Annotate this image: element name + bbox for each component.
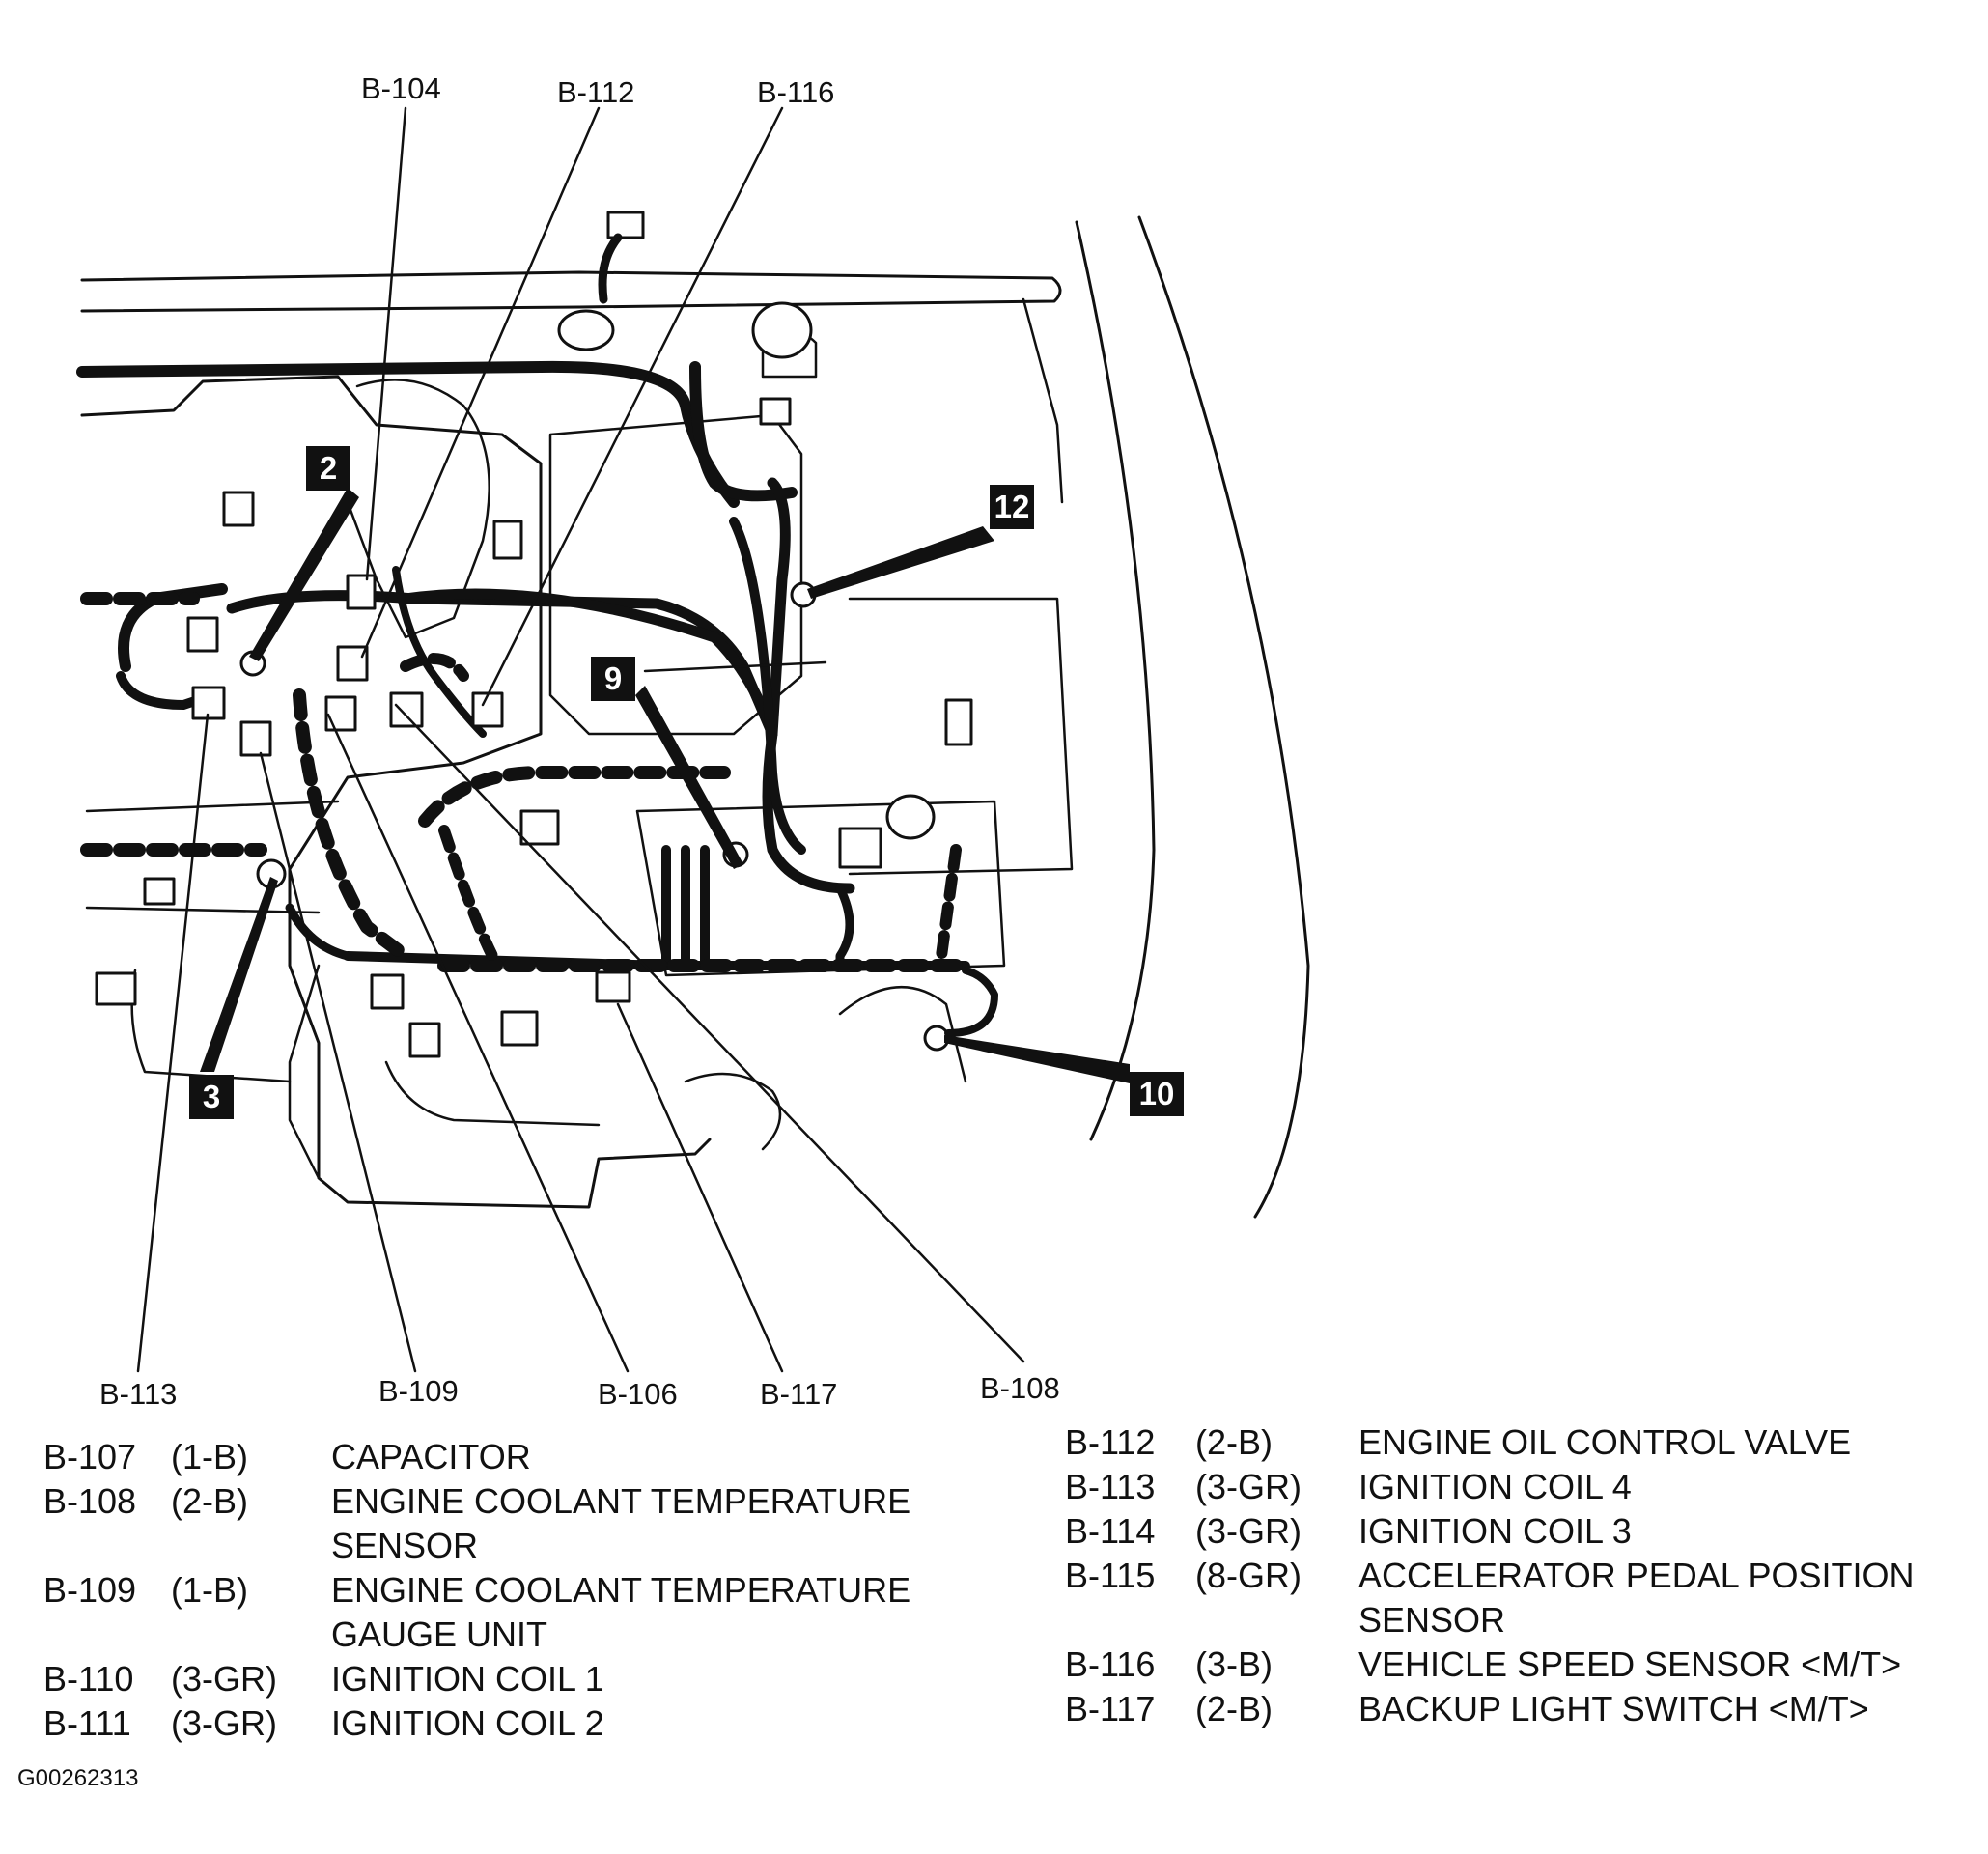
legend-right: B-112 (2-B) ENGINE OIL CONTROL VALVE B-1… — [1065, 1420, 1982, 1731]
callout-b113: B-113 — [99, 1377, 178, 1411]
legend-pins: (1-B) — [171, 1437, 248, 1476]
rear-panel — [85, 800, 340, 914]
bracket — [838, 986, 967, 1083]
harness-left-loop — [116, 671, 217, 710]
legend-pins: (2-B) — [1195, 1422, 1273, 1462]
badge-wedges — [200, 488, 1130, 1083]
legend-pins: (3-GR) — [171, 1703, 277, 1743]
legend-code: B-108 — [43, 1481, 137, 1521]
legend-desc: IGNITION COIL 3 — [1358, 1511, 1632, 1551]
callout-b116: B-116 — [757, 75, 835, 109]
legend-desc: IGNITION COIL 4 — [1358, 1467, 1632, 1506]
harness-branch — [689, 361, 798, 502]
legend-row: B-113 (3-GR) IGNITION COIL 4 — [1065, 1465, 1982, 1509]
legend-code: B-111 — [43, 1703, 131, 1743]
dashed-harness-6 — [438, 825, 498, 962]
top-connector-lead — [598, 233, 623, 304]
legend-row: B-111 (3-GR) IGNITION COIL 2 — [43, 1701, 1009, 1746]
transmission — [288, 964, 321, 1180]
legend-row: B-110 (3-GR) IGNITION COIL 1 — [43, 1657, 1009, 1701]
callout-b109: B-109 — [378, 1374, 459, 1408]
battery-box — [848, 597, 1074, 876]
harness-lower-right — [661, 845, 710, 970]
legend-desc: CAPACITOR — [331, 1437, 531, 1476]
ground-lead — [944, 967, 998, 1037]
leader-lines — [136, 106, 1025, 1373]
legend-code: B-110 — [43, 1659, 134, 1699]
harness-coil-feed — [835, 884, 854, 970]
badge-10: 10 — [1130, 1072, 1184, 1116]
badge-9-leader — [643, 660, 827, 673]
callout-b112: B-112 — [557, 75, 635, 109]
legend-desc: ENGINE OIL CONTROL VALVE — [1358, 1422, 1852, 1462]
legend-pins: (3-GR) — [171, 1659, 277, 1699]
legend-row: B-117 (2-B) BACKUP LIGHT SWITCH <M/T> — [1065, 1687, 1982, 1731]
legend-code: B-113 — [1065, 1467, 1156, 1506]
legend-row: B-115 (8-GR) ACCELERATOR PEDAL POSITION … — [1065, 1554, 1982, 1643]
legend-row: B-112 (2-B) ENGINE OIL CONTROL VALVE — [1065, 1420, 1982, 1465]
harness-sensor — [285, 903, 352, 961]
badge-3: 3 — [189, 1075, 234, 1119]
dashed-harness-5 — [418, 766, 731, 828]
dashed-harness-7 — [936, 844, 962, 962]
legend-row: B-109 (1-B) ENGINE COOLANT TEMPERATURE G… — [43, 1568, 1009, 1657]
hood-outline — [80, 270, 1062, 313]
legend-row: B-108 (2-B) ENGINE COOLANT TEMPERATURE S… — [43, 1479, 1009, 1568]
legend-code: B-114 — [1065, 1511, 1156, 1551]
dashed-harness-8 — [400, 653, 469, 682]
dashed-harness-3 — [293, 688, 412, 963]
legend-pins: (8-GR) — [1195, 1556, 1302, 1595]
harness-down — [729, 517, 806, 855]
legend-code: B-115 — [1065, 1556, 1156, 1595]
figure-id: G00262313 — [17, 1765, 139, 1791]
legend-row: B-114 (3-GR) IGNITION COIL 3 — [1065, 1509, 1982, 1554]
legend-desc: ACCELERATOR PEDAL POSITION SENSOR — [1358, 1556, 1915, 1640]
legend-code: B-109 — [43, 1570, 137, 1610]
legend-desc: VEHICLE SPEED SENSOR <M/T> — [1358, 1644, 1902, 1684]
engine-wiring-diagram — [76, 106, 1310, 1373]
badge-2: 2 — [306, 446, 350, 491]
harness-rise — [392, 566, 487, 738]
legend-code: B-116 — [1065, 1644, 1156, 1684]
legend-code: B-117 — [1065, 1689, 1156, 1728]
air-box — [635, 800, 1006, 977]
legend-left: B-107 (1-B) CAPACITOR B-108 (2-B) ENGINE… — [43, 1435, 1009, 1746]
strut-tower — [1022, 297, 1064, 504]
harness-right — [762, 477, 855, 894]
legend-desc: IGNITION COIL 2 — [331, 1703, 604, 1743]
fender-outline-2 — [1137, 215, 1310, 1219]
connector-group — [95, 211, 973, 1058]
legend-desc: ENGINE COOLANT TEMPERATURE SENSOR — [331, 1481, 911, 1565]
legend-desc: BACKUP LIGHT SWITCH <M/T> — [1358, 1689, 1869, 1728]
fender-outline — [1075, 220, 1156, 1141]
legend-pins: (3-B) — [1195, 1644, 1273, 1684]
cylinder-head — [346, 379, 490, 639]
legend-pins: (3-GR) — [1195, 1511, 1302, 1551]
legend-pins: (3-GR) — [1195, 1467, 1302, 1506]
legend-code: B-107 — [43, 1437, 137, 1476]
engine-block — [80, 375, 712, 1209]
callout-b108: B-108 — [980, 1371, 1060, 1405]
badge-12: 12 — [990, 485, 1034, 529]
badge-9: 9 — [591, 657, 635, 701]
harness-cross — [400, 588, 778, 740]
main-harness — [76, 360, 740, 508]
legend-pins: (1-B) — [171, 1570, 248, 1610]
callout-b104: B-104 — [361, 71, 441, 105]
callout-b117: B-117 — [760, 1377, 838, 1411]
legend-code: B-112 — [1065, 1422, 1156, 1462]
legend-desc: IGNITION COIL 1 — [331, 1659, 604, 1699]
legend-row: B-116 (3-B) VEHICLE SPEED SENSOR <M/T> — [1065, 1643, 1982, 1687]
legend-desc: ENGINE COOLANT TEMPERATURE GAUGE UNIT — [331, 1570, 911, 1654]
legend-pins: (2-B) — [171, 1481, 248, 1521]
legend-row: B-107 (1-B) CAPACITOR — [43, 1435, 1009, 1479]
callout-b106: B-106 — [598, 1377, 678, 1411]
legend-pins: (2-B) — [1195, 1689, 1273, 1728]
radiator-hose — [684, 1072, 782, 1151]
